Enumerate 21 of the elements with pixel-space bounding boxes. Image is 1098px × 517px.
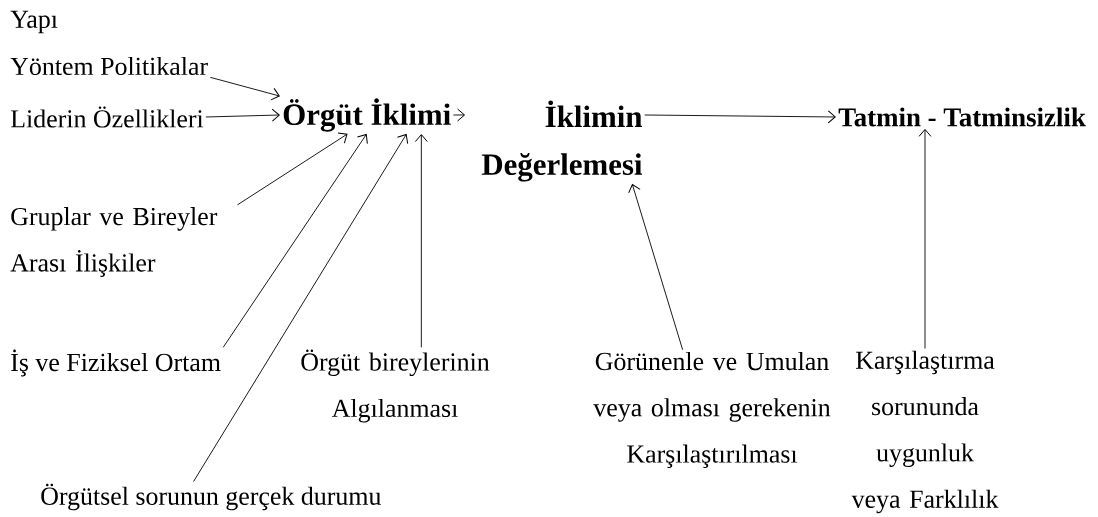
factor-label: Örgütsel sorunun gerçek durumu <box>41 483 381 511</box>
factor-label: Örgüt bireylerinin Algılanması <box>301 349 490 423</box>
concept-title: Örgüt İklimi <box>283 98 451 132</box>
factor-label: Gruplar ve Bireyler Arası İlişkiler <box>10 207 218 277</box>
arrow <box>222 133 368 348</box>
concept-title: İklimin Değerlemesi <box>481 100 643 182</box>
arrow <box>193 134 409 482</box>
arrow <box>628 184 684 351</box>
arrow <box>918 128 932 349</box>
arrow <box>414 134 428 348</box>
factor-label: Yöntem Politikalar <box>10 56 208 76</box>
factor-label: İş ve Fiziksel Ortam <box>11 349 221 377</box>
arrow <box>205 108 280 122</box>
factor-label: Karşılaştırma sorununda uygunluk veya Farklılık <box>851 350 999 514</box>
factor-label: Liderin Özellikleri <box>10 106 204 128</box>
arrow <box>236 132 348 206</box>
arrow <box>644 110 836 124</box>
factor-label: Görünenle ve Umulan veya olması gerekenin Karşılaştırılması <box>593 351 831 469</box>
arrow <box>209 76 280 101</box>
factor-label: Yapı <box>10 10 58 34</box>
outcome-title: Tatmin - Tatminsizlik <box>838 107 1086 127</box>
